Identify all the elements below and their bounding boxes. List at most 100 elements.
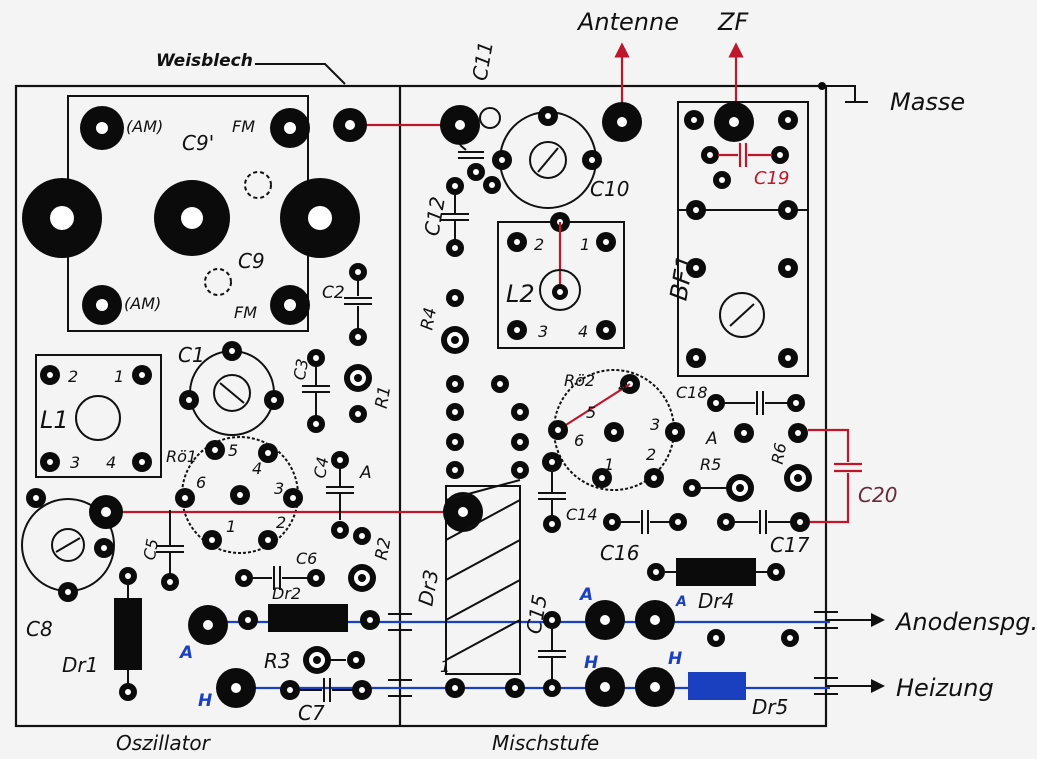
weisblech-pointer [255, 63, 346, 85]
dr3-pin1: 1 [440, 657, 450, 676]
r6-label: R6 [768, 441, 790, 465]
dr1-label: Dr1 [62, 653, 98, 677]
c12-capacitor [441, 177, 469, 257]
masse-label: Masse [890, 88, 965, 116]
c17-label: C17 [770, 533, 810, 557]
c15-capacitor [538, 611, 566, 697]
dr3-label: Dr3 [413, 568, 443, 608]
c6-capacitor [235, 566, 325, 590]
l1-label: L1 [40, 406, 69, 434]
r3-resistor [303, 646, 365, 674]
r3-label: R3 [264, 649, 291, 673]
misch-h-blue-2: H [668, 649, 682, 669]
ro2-pin5: 5 [586, 403, 596, 422]
weisblech-label: Weisblech [156, 51, 253, 71]
c9-label: C9 [238, 249, 265, 273]
dr5-choke [688, 672, 746, 700]
l1-pads [40, 365, 152, 472]
c5-label: C5 [140, 537, 162, 561]
osz-h-blue: H [198, 691, 212, 711]
l2-pads [507, 212, 616, 340]
zf-label: ZF [717, 8, 749, 36]
ro1-tube-socket [175, 436, 303, 554]
c16-capacitor [603, 510, 687, 534]
masse-line [822, 85, 856, 102]
c20-capacitor [808, 428, 862, 524]
c2-label: C2 [322, 283, 345, 303]
osz-a-blue: A [178, 643, 193, 663]
dr2-choke [188, 604, 380, 645]
ro1-pin2: 2 [276, 513, 286, 532]
ro2-label: Rö2 [564, 371, 595, 390]
ro1-pin6: 6 [196, 473, 206, 492]
c7-capacitor [216, 668, 372, 708]
misch-a-blue-2: A [675, 594, 687, 610]
l2-pin3: 3 [538, 322, 548, 341]
l1-pin3: 3 [70, 453, 80, 472]
c15-label: C15 [521, 593, 551, 636]
c10-label: C10 [590, 177, 629, 201]
c18-label: C18 [676, 383, 708, 402]
anodenspg-label: Anodenspg. [894, 608, 1037, 636]
dr3-choke [443, 479, 521, 675]
osz-pin-a: A [359, 463, 372, 483]
c18-capacitor [707, 391, 805, 415]
antenne-label: Antenne [576, 8, 679, 36]
r1-label: R1 [372, 384, 396, 410]
c11-capacitor [440, 105, 501, 194]
c19-label: C19 [754, 168, 789, 189]
r2-resistor [348, 527, 376, 592]
l1-coil-box [35, 354, 162, 478]
misch-pin-a: A [705, 429, 718, 449]
ro2-pin1: 1 [604, 455, 614, 474]
misch-h-blue-1: H [584, 653, 598, 673]
c3-label: C3 [290, 357, 312, 381]
c11-label: C11 [467, 39, 497, 82]
r4-resistor [441, 289, 469, 354]
bf1-pads [684, 102, 798, 368]
dr5-label: Dr5 [752, 695, 788, 719]
ro2-pin4: 4 [618, 377, 628, 396]
section-mischstufe: Mischstufe [492, 731, 599, 755]
c9-pads [22, 106, 360, 325]
dr1-choke [114, 567, 142, 701]
section-oszillator: Oszillator [116, 731, 212, 755]
c1-trimmer [179, 341, 284, 436]
l2-pin4: 4 [578, 322, 588, 341]
dr4-label: Dr4 [698, 589, 734, 613]
fm-label-bottom: FM [234, 303, 257, 322]
c10-trimmer [492, 106, 602, 209]
l2-label: L2 [506, 280, 535, 308]
c1-label: C1 [178, 343, 205, 367]
r5-label: R5 [700, 455, 721, 474]
ro1-pin3: 3 [274, 479, 284, 498]
c20-label: C20 [858, 483, 897, 507]
c17-capacitor [717, 510, 810, 534]
masse-dot [818, 82, 826, 90]
heizung-label: Heizung [896, 674, 994, 702]
c9-prime-label: C9' [182, 131, 214, 155]
c5-capacitor [156, 510, 184, 591]
c4-capacitor [326, 451, 354, 539]
ro2-pin2: 2 [646, 445, 656, 464]
l1-pin1: 1 [114, 367, 124, 386]
ro1-pin5: 5 [228, 441, 238, 460]
mischstufe-power-pads [445, 600, 799, 707]
c8-trimmer [21, 488, 123, 602]
c14-capacitor [538, 470, 566, 533]
dr2-label: Dr2 [272, 584, 301, 603]
fm-label-top: FM [232, 117, 255, 136]
mischstufe-pad-grid [446, 375, 529, 479]
misch-a-blue-1: A [578, 585, 593, 605]
c4-label: C4 [310, 455, 332, 479]
ro1-label: Rö1 [166, 447, 197, 466]
am-label-top: (AM) [126, 117, 163, 136]
l2-pin1: 1 [580, 235, 590, 254]
c7-label: C7 [298, 701, 325, 725]
c6-label: C6 [296, 549, 317, 568]
c16-label: C16 [600, 541, 639, 565]
bf1-filter-box [677, 101, 809, 377]
l1-pin2: 2 [68, 367, 78, 386]
ro1-pin1: 1 [226, 517, 236, 536]
